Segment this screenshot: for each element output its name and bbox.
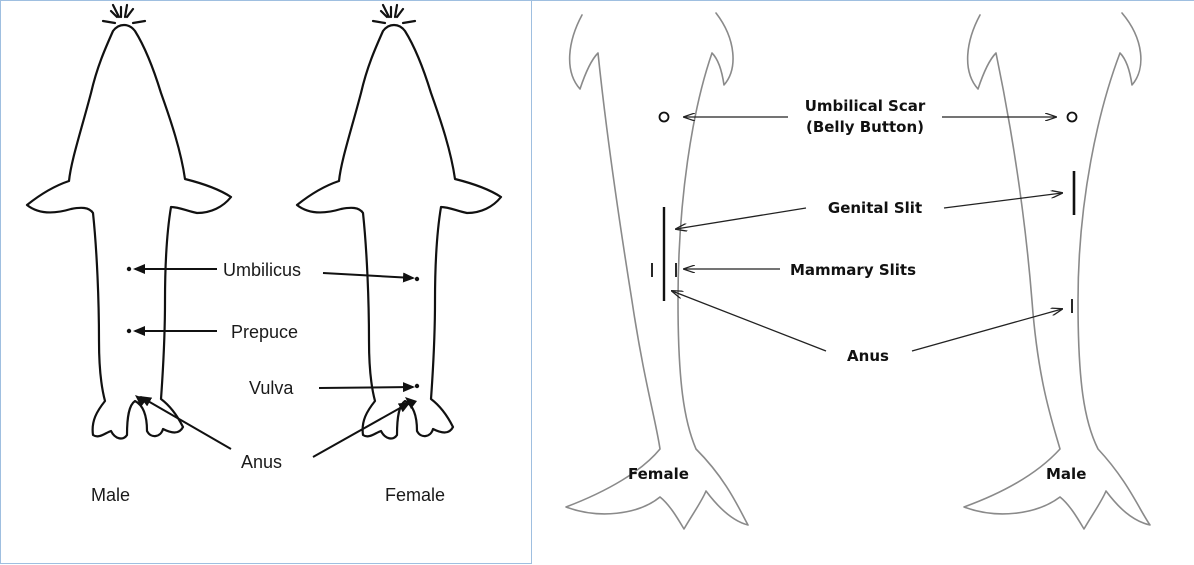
seal-diagram-panel: Umbilicus Prepuce Vulva Anus Male Female xyxy=(0,0,532,564)
dolphin-diagram-panel: Umbilical Scar (Belly Button) Genital Sl… xyxy=(532,0,1194,564)
anus-arrow-female xyxy=(672,291,826,351)
label-anus: Anus xyxy=(847,347,889,365)
female-umbilicus-dot xyxy=(415,277,419,281)
seal-diagram: Umbilicus Prepuce Vulva Anus Male Female xyxy=(1,1,533,565)
anus-arrow-female xyxy=(313,403,409,457)
male-prepuce-dot xyxy=(127,329,131,333)
female-vulva-dot xyxy=(415,384,419,388)
genital-slit-arrow-female xyxy=(676,208,806,229)
label-prepuce: Prepuce xyxy=(231,322,298,342)
anus-arrow-male xyxy=(141,397,231,449)
label-anus: Anus xyxy=(241,452,282,472)
genital-slit-arrow-male xyxy=(944,193,1062,208)
male-seal-illustration xyxy=(27,5,231,438)
label-umbilicus: Umbilicus xyxy=(223,260,301,280)
label-male: Male xyxy=(91,485,130,505)
label-male: Male xyxy=(1046,465,1086,483)
female-umbilical-scar-mark xyxy=(660,113,669,122)
label-belly-button: (Belly Button) xyxy=(806,118,924,136)
vulva-arrow xyxy=(319,387,413,388)
female-dolphin-illustration xyxy=(566,13,748,529)
male-umbilicus-dot xyxy=(127,267,131,271)
label-mammary-slits: Mammary Slits xyxy=(790,261,916,279)
label-female: Female xyxy=(385,485,445,505)
dolphin-diagram: Umbilical Scar (Belly Button) Genital Sl… xyxy=(532,1,1194,565)
female-seal-illustration xyxy=(297,5,501,438)
label-female: Female xyxy=(628,465,689,483)
label-vulva: Vulva xyxy=(249,378,294,398)
anus-arrow-male xyxy=(912,309,1062,351)
label-genital-slit: Genital Slit xyxy=(828,199,922,217)
male-dolphin-illustration xyxy=(964,13,1150,529)
label-umbilical-scar: Umbilical Scar xyxy=(805,97,926,115)
male-umbilical-scar-mark xyxy=(1068,113,1077,122)
